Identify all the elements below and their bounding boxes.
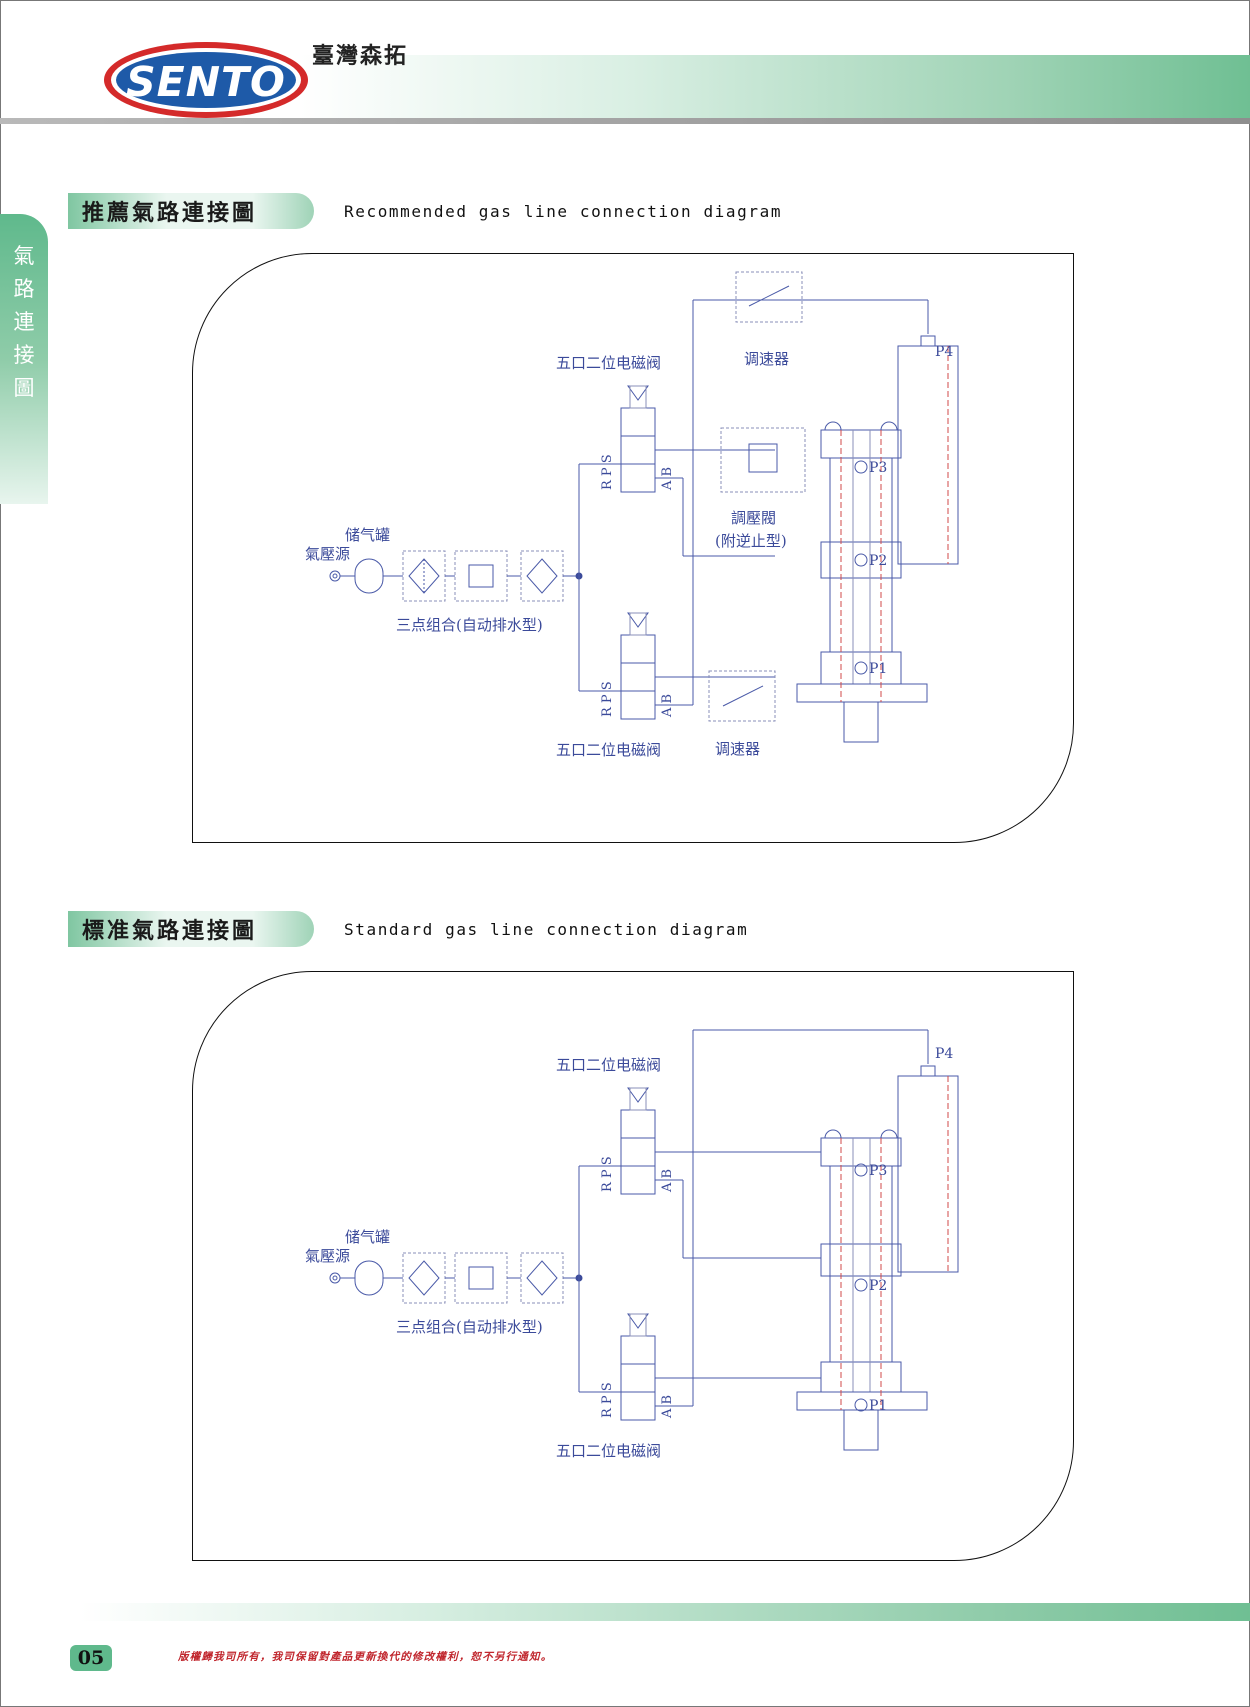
header-divider (0, 118, 1250, 124)
tank-label: 储气罐 (345, 1228, 390, 1246)
company-name: 臺灣森拓 (312, 43, 409, 69)
source-label: 氣壓源 (305, 545, 350, 563)
side-tab (0, 214, 48, 504)
recommended-diagram-panel: 氣壓源 储气罐 三点组合(自动排水型) 五口二位电磁阀 五口二位电磁阀 R P … (192, 253, 1074, 843)
valve-top-ports-left: R P S (600, 454, 615, 490)
valve-bottom-label: 五口二位电磁阀 (556, 741, 661, 759)
valve-top-label: 五口二位电磁阀 (556, 1056, 661, 1074)
port-p2-label: P2 (869, 1278, 887, 1294)
valve-top-label: 五口二位电磁阀 (556, 354, 661, 372)
valve-top-ports-right: A B (660, 1169, 675, 1193)
section-title-recommended: 推薦氣路連接圖 (68, 193, 314, 229)
footer-band (80, 1603, 1250, 1621)
port-p1-label: P1 (869, 1398, 887, 1414)
section-subtitle-recommended: Recommended gas line connection diagram (344, 202, 783, 221)
logo-text: SENTO (126, 58, 286, 106)
tank-label: 储气罐 (345, 526, 390, 544)
source-label: 氣壓源 (305, 1247, 350, 1265)
standard-diagram: 氣壓源 储气罐 三点组合(自动排水型) 五口二位电磁阀 五口二位电磁阀 R P … (305, 1029, 959, 1460)
valve-bottom-ports-right: A B (660, 694, 675, 718)
port-p3-label: P3 (869, 1163, 887, 1179)
valve-top-ports-right: A B (660, 467, 675, 491)
frl-label: 三点组合(自动排水型) (396, 616, 543, 634)
sento-logo (104, 42, 308, 118)
standard-diagram-panel: 氣壓源 储气罐 三点组合(自动排水型) 五口二位电磁阀 五口二位电磁阀 R P … (192, 971, 1074, 1561)
header-band (300, 55, 1250, 118)
side-tab-label: 氣路連接圖 (13, 244, 35, 400)
section-title-standard: 標准氣路連接圖 (68, 911, 314, 947)
valve-top-ports-left: R P S (600, 1156, 615, 1192)
recommended-diagram: 氣壓源 储气罐 三点组合(自动排水型) 五口二位电磁阀 五口二位电磁阀 R P … (305, 271, 959, 759)
valve-bottom-ports-left: R P S (600, 681, 615, 717)
pressure-valve-label: 調壓閥 (731, 509, 776, 527)
port-p4-label: P4 (935, 1046, 953, 1062)
port-p4-label: P4 (935, 344, 953, 360)
valve-bottom-ports-left: R P S (600, 1382, 615, 1418)
valve-bottom-ports-right: A B (660, 1395, 675, 1419)
copyright-notice: 版權歸我司所有，我司保留對產品更新換代的修改權利，恕不另行通知。 (178, 1651, 553, 1663)
pressure-valve-sublabel: (附逆止型) (715, 532, 787, 550)
section-subtitle-standard: Standard gas line connection diagram (344, 920, 749, 939)
port-p2-label: P2 (869, 553, 887, 569)
valve-bottom-label: 五口二位电磁阀 (556, 1442, 661, 1460)
port-p3-label: P3 (869, 460, 887, 476)
page-number: 05 (70, 1645, 112, 1671)
frl-label: 三点组合(自动排水型) (396, 1318, 543, 1336)
speed-controller-bottom-label: 调速器 (715, 740, 760, 758)
speed-controller-top-label: 调速器 (744, 350, 789, 368)
port-p1-label: P1 (869, 661, 887, 677)
